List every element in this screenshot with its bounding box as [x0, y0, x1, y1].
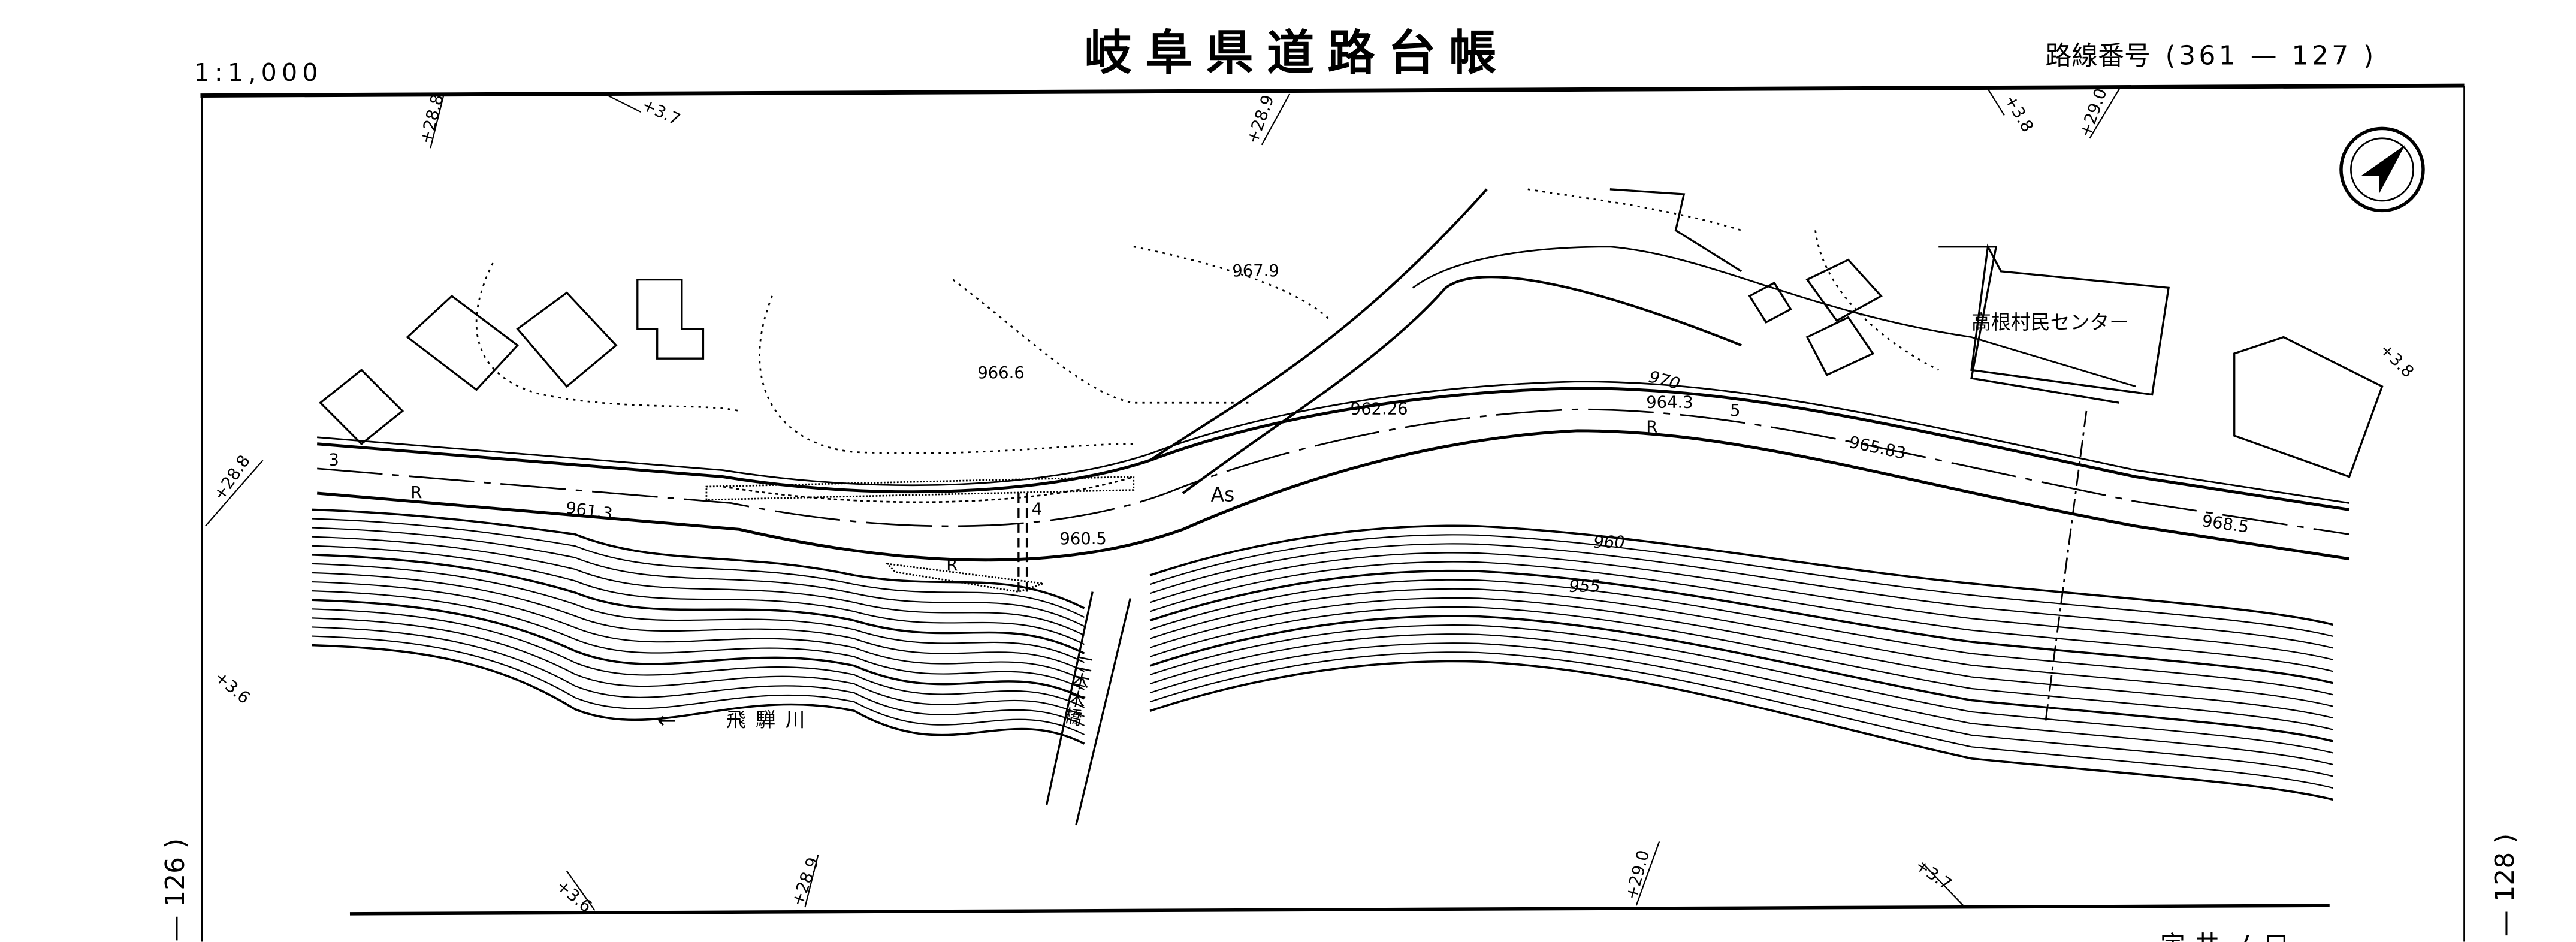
contour-line: [1149, 524, 2333, 626]
river-contours: [312, 508, 2333, 801]
contour-line: [1149, 633, 2333, 766]
contour-line: [1149, 624, 2333, 754]
contour-line: [1149, 588, 2333, 707]
contour-line: [312, 508, 1085, 609]
sheet-ref-left: — 126 ): [160, 838, 191, 942]
bridge: [1017, 493, 1131, 826]
station-label: +3.8: [2001, 92, 2037, 135]
contour-line: [1149, 534, 2333, 637]
contour-line: [1149, 579, 2333, 696]
contour-line: [1149, 561, 2333, 672]
elevation-label: 964.3: [1646, 393, 1693, 412]
scale-label: 1:1,000: [194, 58, 323, 87]
contour-line: [1149, 543, 2333, 649]
north-arrow-icon: [2339, 126, 2425, 213]
station-label: +28.8: [416, 92, 448, 146]
marker-4: 4: [1032, 500, 1042, 519]
contour-line: [312, 635, 1085, 736]
contour-line: [312, 554, 1085, 654]
contour-line: [312, 527, 1085, 627]
road: [316, 188, 2350, 562]
page-title: 岐阜県道路台帳: [1085, 25, 1510, 81]
elevation-label: 966.6: [977, 364, 1024, 382]
contour-line: [1149, 597, 2333, 719]
contour-line: [1149, 552, 2333, 660]
contour-line: [312, 626, 1085, 726]
surface-label: As: [1211, 483, 1235, 506]
marker-3: 3: [328, 451, 339, 469]
contour-line: [312, 581, 1085, 681]
contour-line: [312, 599, 1085, 700]
retaining-wall: [705, 410, 2088, 724]
station-label: +3.8: [2376, 340, 2417, 382]
station-label: +3.6: [552, 877, 595, 917]
river-label: 飛騨川: [726, 708, 815, 731]
contour-line: [312, 608, 1085, 708]
contour-line: [312, 563, 1085, 663]
marker-5: 5: [1730, 401, 1740, 420]
elevation-label: 965.83: [1847, 433, 1907, 463]
station-label: +28.9: [788, 855, 823, 909]
station-label: +28.9: [1243, 93, 1278, 147]
buildings: [319, 188, 2384, 478]
contour-line: [1149, 660, 2333, 801]
station-label: +29.0: [1623, 849, 1654, 902]
station-label: +3.7: [639, 96, 682, 129]
elevation-label: 960.5: [1059, 530, 1106, 548]
contour-line: [312, 545, 1085, 645]
contour-line: [312, 518, 1085, 618]
contour-line: [312, 536, 1085, 636]
map-frame: [200, 83, 2465, 942]
marker-r: R: [410, 484, 422, 502]
contour-line: [1149, 569, 2333, 684]
river-arrow-icon: ←: [657, 707, 677, 734]
contour-line: [312, 617, 1085, 717]
route-label: 路線番号: [2045, 40, 2150, 71]
place-label-bottom: 宇井ノ口: [2160, 931, 2298, 942]
sheet-ref-right: — 128 ): [2490, 834, 2520, 937]
contour-label: 960: [1593, 533, 1624, 551]
community-center-label: 高根村民センター: [1971, 310, 2129, 334]
station-label: +3.7: [1911, 856, 1955, 894]
marker-r: R: [946, 556, 958, 575]
contour-line: [312, 644, 1085, 745]
contour-line: [1149, 615, 2333, 742]
contour-line: [1149, 642, 2333, 777]
contour-line: [1149, 651, 2333, 789]
elevation-label: 961.3: [564, 499, 614, 524]
elevation-label: 968.5: [2201, 512, 2250, 537]
route-number: (361 — 127 ): [2166, 40, 2377, 71]
marker-r: R: [1646, 418, 1657, 437]
contour-label: 955: [1569, 578, 1600, 596]
elevation-label: 967.9: [1232, 262, 1279, 280]
contour-line: [312, 572, 1085, 672]
station-label: +3.6: [211, 668, 253, 708]
dotted-boundaries: [475, 188, 1939, 454]
station-labels: +28.8 +3.7 +28.9 +3.8 +29.0 +28.8 +3.6 +…: [204, 86, 2417, 917]
elevation-label: 962.26: [1351, 400, 1408, 418]
contour-line: [1149, 606, 2333, 730]
contour-line: [312, 590, 1085, 690]
